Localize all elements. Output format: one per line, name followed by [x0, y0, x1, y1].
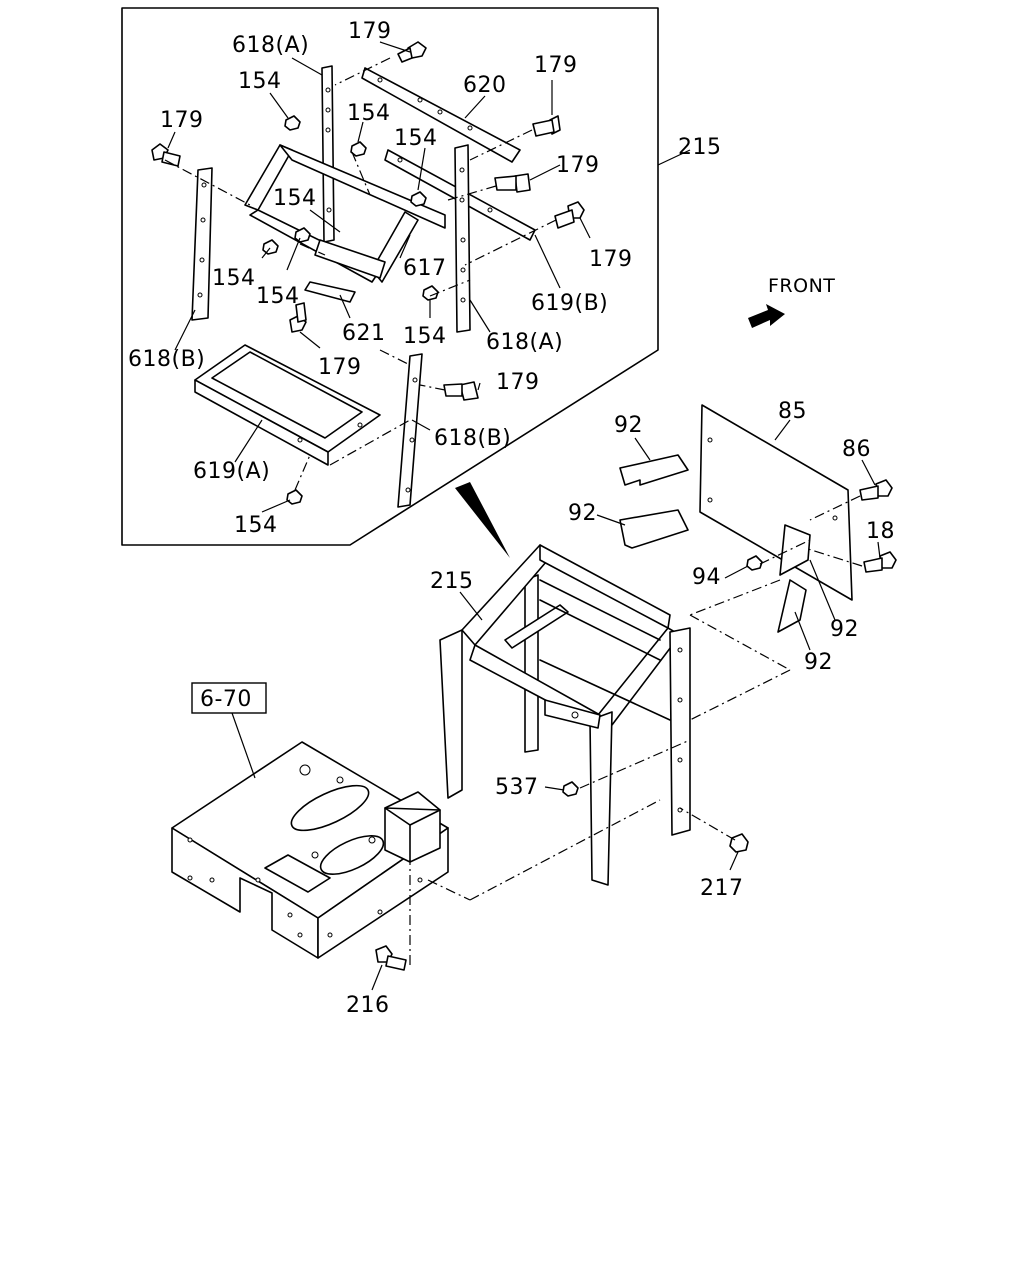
- fasteners-85: [746, 479, 897, 573]
- callout-179-left: 179: [160, 108, 204, 133]
- callout-618b-b: 618(B): [434, 426, 511, 451]
- callout-154-d: 154: [273, 186, 317, 211]
- callout-537: 537: [495, 775, 539, 800]
- callout-154-e: 154: [212, 266, 256, 291]
- callout-154-h: 154: [234, 513, 278, 538]
- callout-617: 617: [403, 256, 447, 281]
- callout-179-top: 179: [348, 19, 392, 44]
- nut-154-group: [262, 115, 439, 505]
- callout-179-b: 179: [589, 247, 633, 272]
- part-617: [244, 144, 446, 283]
- callout-217: 217: [700, 876, 744, 901]
- part-618b-left: [191, 167, 213, 321]
- callout-619b: 619(B): [531, 291, 608, 316]
- callout-179-c: 179: [318, 355, 362, 380]
- part-6-70-base: [171, 682, 449, 959]
- callout-154-f: 154: [256, 284, 300, 309]
- callout-85: 85: [778, 399, 807, 424]
- part-618b-right: [397, 353, 423, 508]
- front-indicator: FRONT: [748, 275, 835, 328]
- part-618a-top: [321, 65, 335, 243]
- fasteners-215: [562, 781, 749, 853]
- callout-215-top: 215: [678, 135, 722, 160]
- callout-94: 94: [692, 565, 721, 590]
- reference-box-6-70: [191, 682, 267, 714]
- callout-179-d: 179: [496, 370, 540, 395]
- callout-92-b: 92: [568, 501, 597, 526]
- bolt-179-group: [151, 41, 585, 401]
- callout-154-a: 154: [238, 69, 282, 94]
- callout-215-main: 215: [430, 569, 474, 594]
- callout-154-b: 154: [347, 101, 391, 126]
- callout-pointer: [455, 482, 510, 558]
- part-85-plate: [699, 404, 853, 601]
- part-620: [361, 67, 521, 163]
- callout-620: 620: [463, 73, 507, 98]
- part-621: [304, 281, 356, 303]
- callout-216: 216: [346, 993, 390, 1018]
- part-92-brackets: [619, 454, 811, 633]
- front-arrow-icon: [748, 304, 785, 328]
- callout-618a-top: 618(A): [232, 33, 309, 58]
- callout-labels: 618(A) 179 154 620 179 179 154 154 179 2…: [128, 19, 895, 1018]
- callout-154-c: 154: [394, 126, 438, 151]
- inset-dash-lines: [164, 57, 557, 491]
- callout-618b-a: 618(B): [128, 347, 205, 372]
- callout-618a-b: 618(A): [486, 330, 563, 355]
- detail-inset: [121, 7, 659, 558]
- callout-6-70: 6-70: [200, 687, 252, 712]
- callout-18: 18: [866, 519, 895, 544]
- part-618a-right: [454, 144, 471, 333]
- leaders-215: [459, 591, 739, 871]
- inset-leaders: [167, 41, 691, 513]
- callout-92-a: 92: [614, 413, 643, 438]
- callout-179-right: 179: [534, 53, 578, 78]
- callout-619a: 619(A): [193, 459, 270, 484]
- callout-86: 86: [842, 437, 871, 462]
- part-619a: [194, 344, 381, 466]
- callout-621: 621: [342, 321, 386, 346]
- callout-179-mid: 179: [556, 153, 600, 178]
- callout-154-g: 154: [403, 324, 447, 349]
- callout-92-d: 92: [804, 650, 833, 675]
- callout-92-c: 92: [830, 617, 859, 642]
- fasteners-base: [371, 799, 661, 991]
- leaders-85: [596, 419, 881, 721]
- front-label: FRONT: [768, 275, 835, 297]
- part-215-frame: [439, 544, 691, 886]
